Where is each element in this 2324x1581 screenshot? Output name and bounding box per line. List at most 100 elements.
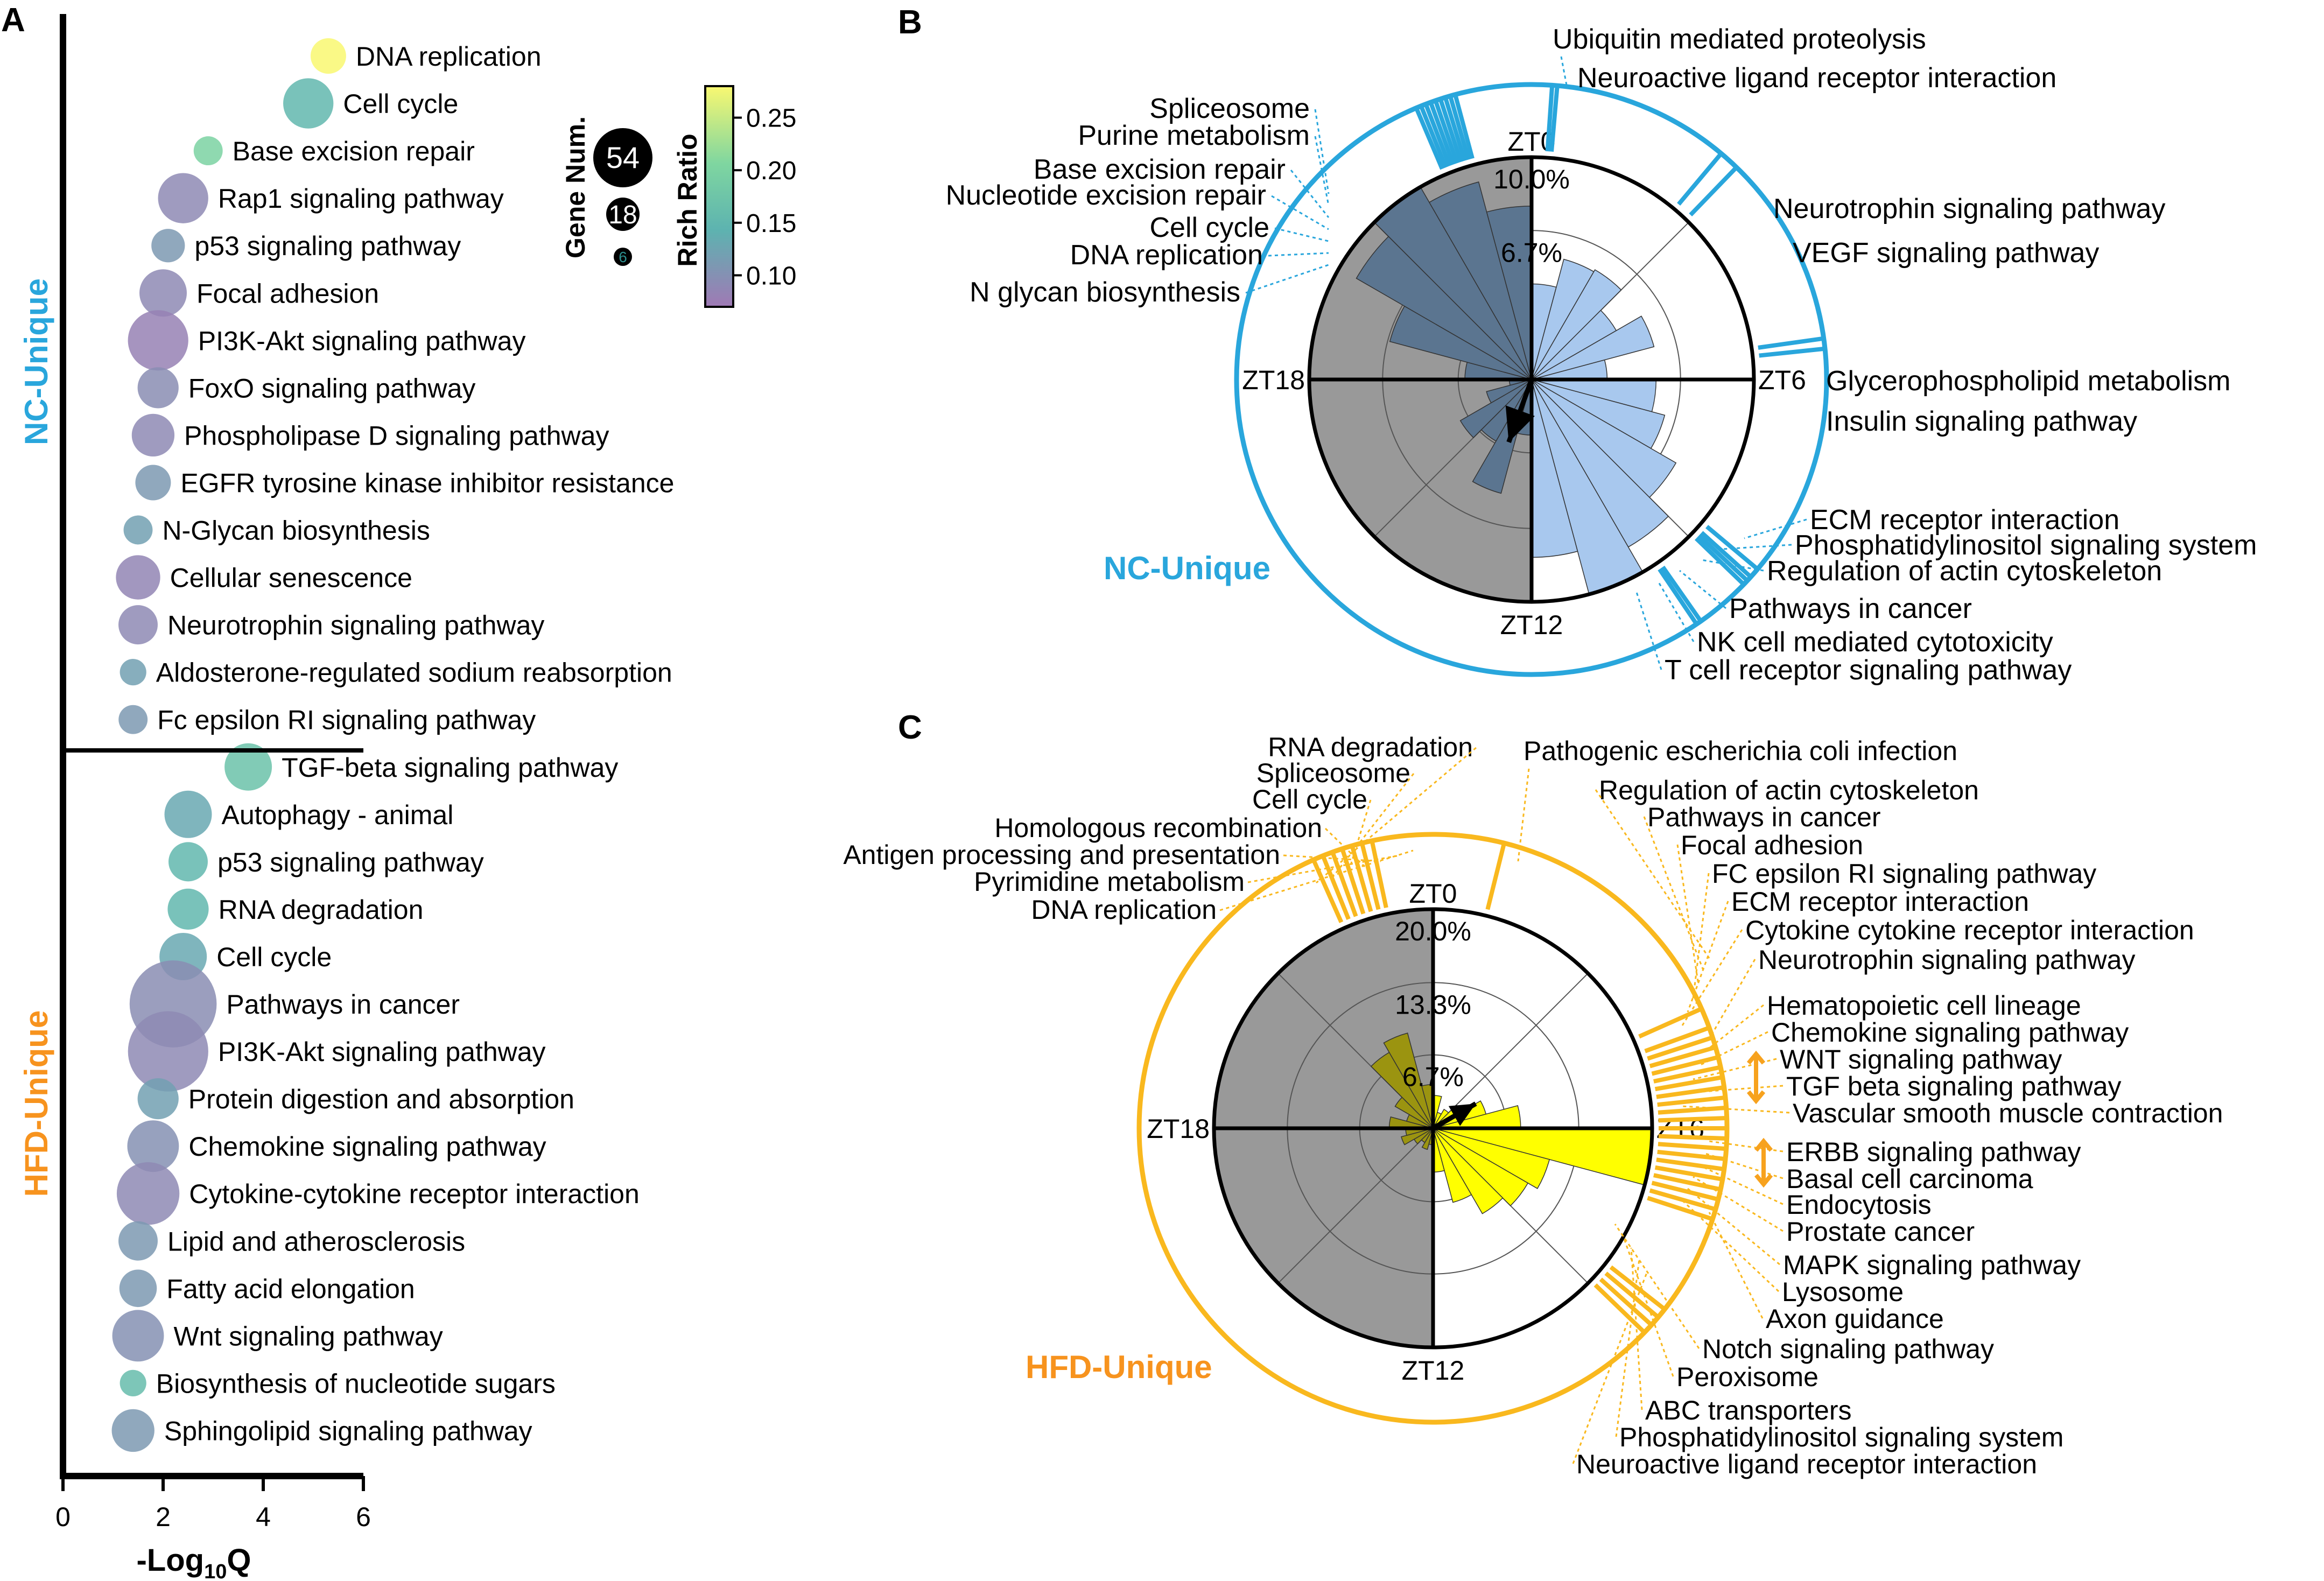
leader-line bbox=[1687, 1085, 1784, 1094]
size-legend-value-6: 6 bbox=[619, 249, 627, 265]
size-legend-dot-54 bbox=[593, 128, 652, 187]
color-tick-label: 0.15 bbox=[746, 209, 796, 238]
pathway-peak-tick bbox=[1360, 842, 1381, 910]
pathway-peak-tick bbox=[1658, 1142, 1726, 1151]
ring-label: 13.3% bbox=[1395, 989, 1471, 1020]
term-label: FoxO signaling pathway bbox=[188, 373, 476, 403]
term-label: Cytokine-cytokine receptor interaction bbox=[189, 1179, 640, 1209]
panel-label-b: B bbox=[898, 4, 922, 41]
bubble bbox=[119, 1269, 157, 1308]
leader-line bbox=[1219, 849, 1414, 911]
bubble-points bbox=[111, 38, 346, 1452]
pathway-label: Pathways in cancer bbox=[1729, 593, 1972, 624]
zt-label: ZT0 bbox=[1409, 879, 1457, 909]
bubble bbox=[127, 1120, 179, 1172]
pathway-peak-tick bbox=[1545, 85, 1555, 152]
pathway-label: DNA replication bbox=[1031, 895, 1217, 925]
pathway-peak-tick bbox=[1609, 1265, 1666, 1311]
term-label: Cell cycle bbox=[343, 89, 458, 119]
pathway-peak-tick bbox=[1661, 565, 1703, 623]
pathway-label: Hematopoietic cell lineage bbox=[1767, 990, 2081, 1021]
pathway-label: TGF beta signaling pathway bbox=[1786, 1071, 2122, 1101]
pathway-peak-tick bbox=[1330, 851, 1358, 917]
term-label: RNA degradation bbox=[219, 895, 424, 925]
group-label: HFD-Unique bbox=[1026, 1349, 1212, 1385]
color-tick-label: 0.10 bbox=[746, 262, 796, 290]
term-label: Base excision repair bbox=[233, 136, 475, 166]
pathway-label: WNT signaling pathway bbox=[1780, 1044, 2062, 1074]
rose-bar bbox=[1433, 1128, 1529, 1206]
term-label: Biosynthesis of nucleotide sugars bbox=[156, 1368, 556, 1399]
bubble bbox=[168, 842, 208, 882]
pathway-label: Insulin signaling pathway bbox=[1826, 406, 2137, 437]
leader-line bbox=[1630, 1247, 1643, 1410]
bubble bbox=[310, 38, 346, 74]
bubble bbox=[111, 1409, 155, 1452]
x-tick-label: 0 bbox=[55, 1502, 71, 1532]
pathway-label: Chemokine signaling pathway bbox=[1771, 1017, 2129, 1048]
zt-label: ZT18 bbox=[1242, 365, 1305, 395]
pathway-label: Pyrimidine metabolism bbox=[974, 867, 1245, 897]
leader-line bbox=[1635, 592, 1662, 670]
pathway-peak-tick bbox=[1638, 1007, 1703, 1039]
pathway-peak-tick bbox=[1658, 1105, 1726, 1115]
pathway-peak-tick bbox=[1651, 1181, 1719, 1201]
panel-label-c: C bbox=[898, 709, 922, 746]
color-tick-label: 0.20 bbox=[746, 157, 796, 185]
leader-line bbox=[1708, 1212, 1764, 1319]
rose-bar bbox=[1531, 315, 1655, 380]
pathway-label: N glycan biosynthesis bbox=[970, 277, 1240, 308]
group-label-hfd: HFD-Unique bbox=[18, 1010, 54, 1197]
leader-line bbox=[1324, 827, 1366, 868]
x-axis-label: -Log10Q bbox=[136, 1543, 251, 1581]
term-label: PI3K-Akt signaling pathway bbox=[218, 1037, 546, 1067]
ring-label: 6.7% bbox=[1402, 1062, 1464, 1092]
bubble bbox=[139, 269, 187, 317]
leader-line bbox=[1681, 1199, 1780, 1292]
polar-border bbox=[1307, 155, 1756, 604]
arrow-head bbox=[1505, 405, 1535, 442]
polar-grid-spoke bbox=[1277, 1128, 1434, 1284]
pathway-peak-tick bbox=[1433, 100, 1459, 164]
zt-label: ZT6 bbox=[1758, 365, 1806, 395]
pathway-peak-tick bbox=[1414, 107, 1444, 170]
bubble bbox=[116, 555, 160, 600]
term-label: Chemokine signaling pathway bbox=[188, 1132, 546, 1162]
term-label: PI3K-Akt signaling pathway bbox=[198, 326, 526, 356]
bubble bbox=[224, 743, 272, 791]
bubble bbox=[158, 173, 208, 223]
size-legend-value-18: 18 bbox=[608, 201, 637, 229]
bubble bbox=[135, 465, 171, 501]
x-axis-label-main: -Log bbox=[136, 1543, 204, 1578]
pathway-peak-tick bbox=[1644, 1025, 1710, 1053]
color-legend-ticks: 0.250.200.150.10 bbox=[733, 104, 796, 290]
double-arrow-icon bbox=[1754, 1137, 1773, 1188]
term-label: DNA replication bbox=[356, 41, 542, 72]
pathway-label: Regulation of actin cytoskeleton bbox=[1599, 775, 1979, 805]
pathway-peak-tick bbox=[1658, 1115, 1727, 1123]
pathway-label: DNA replication bbox=[1070, 240, 1263, 271]
bubble bbox=[112, 1310, 164, 1362]
leader-line bbox=[1643, 816, 1705, 972]
term-label: TGF-beta signaling pathway bbox=[282, 753, 618, 783]
polar-grid-spoke bbox=[1433, 973, 1589, 1129]
pathway-label: ABC transporters bbox=[1645, 1395, 1851, 1425]
leader-line bbox=[1517, 768, 1530, 862]
rose-bar bbox=[1459, 379, 1532, 439]
pathway-peak-tick bbox=[1340, 848, 1366, 915]
term-label: Sphingolipid signaling pathway bbox=[164, 1416, 532, 1446]
term-label: p53 signaling pathway bbox=[217, 847, 484, 877]
bubble bbox=[167, 888, 209, 930]
bubble bbox=[283, 78, 334, 129]
x-axis-label-sub: 10 bbox=[204, 1561, 227, 1581]
pathway-peak-tick bbox=[1599, 1277, 1653, 1327]
leader-line bbox=[1682, 1105, 1790, 1114]
leader-line bbox=[1271, 195, 1329, 230]
pathway-peak-tick bbox=[1656, 1157, 1725, 1171]
pathway-peak-tick bbox=[1647, 1035, 1714, 1061]
pathway-peak-tick bbox=[1443, 96, 1467, 161]
